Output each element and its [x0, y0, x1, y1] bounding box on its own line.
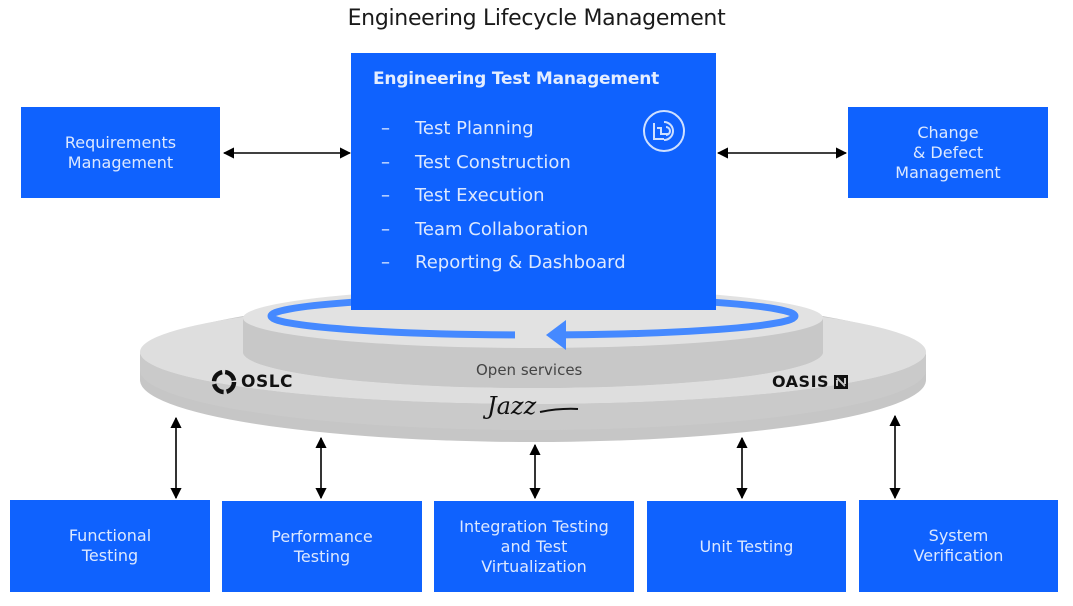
unit-testing-box: Unit Testing	[647, 501, 846, 592]
list-item: –Reporting & Dashboard	[381, 252, 626, 273]
cycle-arrow-icon	[546, 320, 566, 350]
box-label-line: Testing	[293, 546, 351, 566]
system-verification-box: System Verification	[859, 500, 1058, 592]
box-label-line: Functional	[68, 526, 152, 545]
box-label-line: Unit Testing	[699, 536, 794, 556]
etm-logo-icon	[643, 110, 685, 152]
box-label-line: Management	[67, 152, 174, 172]
oslc-icon	[211, 369, 237, 395]
list-item: –Test Execution	[381, 185, 545, 206]
box-label-line: Management	[895, 162, 1001, 182]
etm-capability-list: –Test Planning –Test Construction –Test …	[381, 117, 626, 285]
box-label-line: System	[928, 526, 989, 545]
box-label-line: Requirements	[64, 132, 177, 152]
etm-title: Engineering Test Management	[373, 69, 660, 89]
box-label-line: Performance	[271, 526, 373, 546]
box-label-line: Testing	[81, 546, 139, 565]
integration-testing-box: Integration Testing and Test Virtualizat…	[434, 501, 634, 592]
oasis-mark-icon	[834, 374, 849, 389]
box-label-line: and Test	[500, 536, 568, 556]
requirements-management-box: Requirements Management	[21, 107, 220, 198]
open-services-label: Open services	[476, 361, 583, 379]
engineering-test-management-box: Engineering Test Management –Test Planni…	[351, 53, 716, 310]
box-label-line: Integration Testing	[459, 516, 609, 536]
list-item: –Test Construction	[381, 151, 571, 173]
list-item: –Test Planning	[381, 118, 534, 139]
box-label-line: & Defect	[912, 142, 984, 162]
change-defect-management-box: Change & Defect Management	[848, 107, 1048, 198]
performance-testing-box: Performance Testing	[222, 501, 422, 592]
box-label-line: Verification	[913, 546, 1004, 565]
functional-testing-box: Functional Testing	[10, 500, 210, 592]
box-label-line: Virtualization	[481, 556, 587, 576]
box-label-line: Change	[917, 122, 979, 142]
diagram-title: Engineering Lifecycle Management	[347, 6, 726, 31]
jazz-logo: Jazz	[487, 392, 536, 420]
jazz-logo-text: Jazz	[487, 392, 537, 420]
oasis-logo: OASIS	[772, 372, 849, 391]
oslc-logo: OSLC	[211, 369, 293, 395]
list-item: –Team Collaboration	[381, 218, 589, 240]
